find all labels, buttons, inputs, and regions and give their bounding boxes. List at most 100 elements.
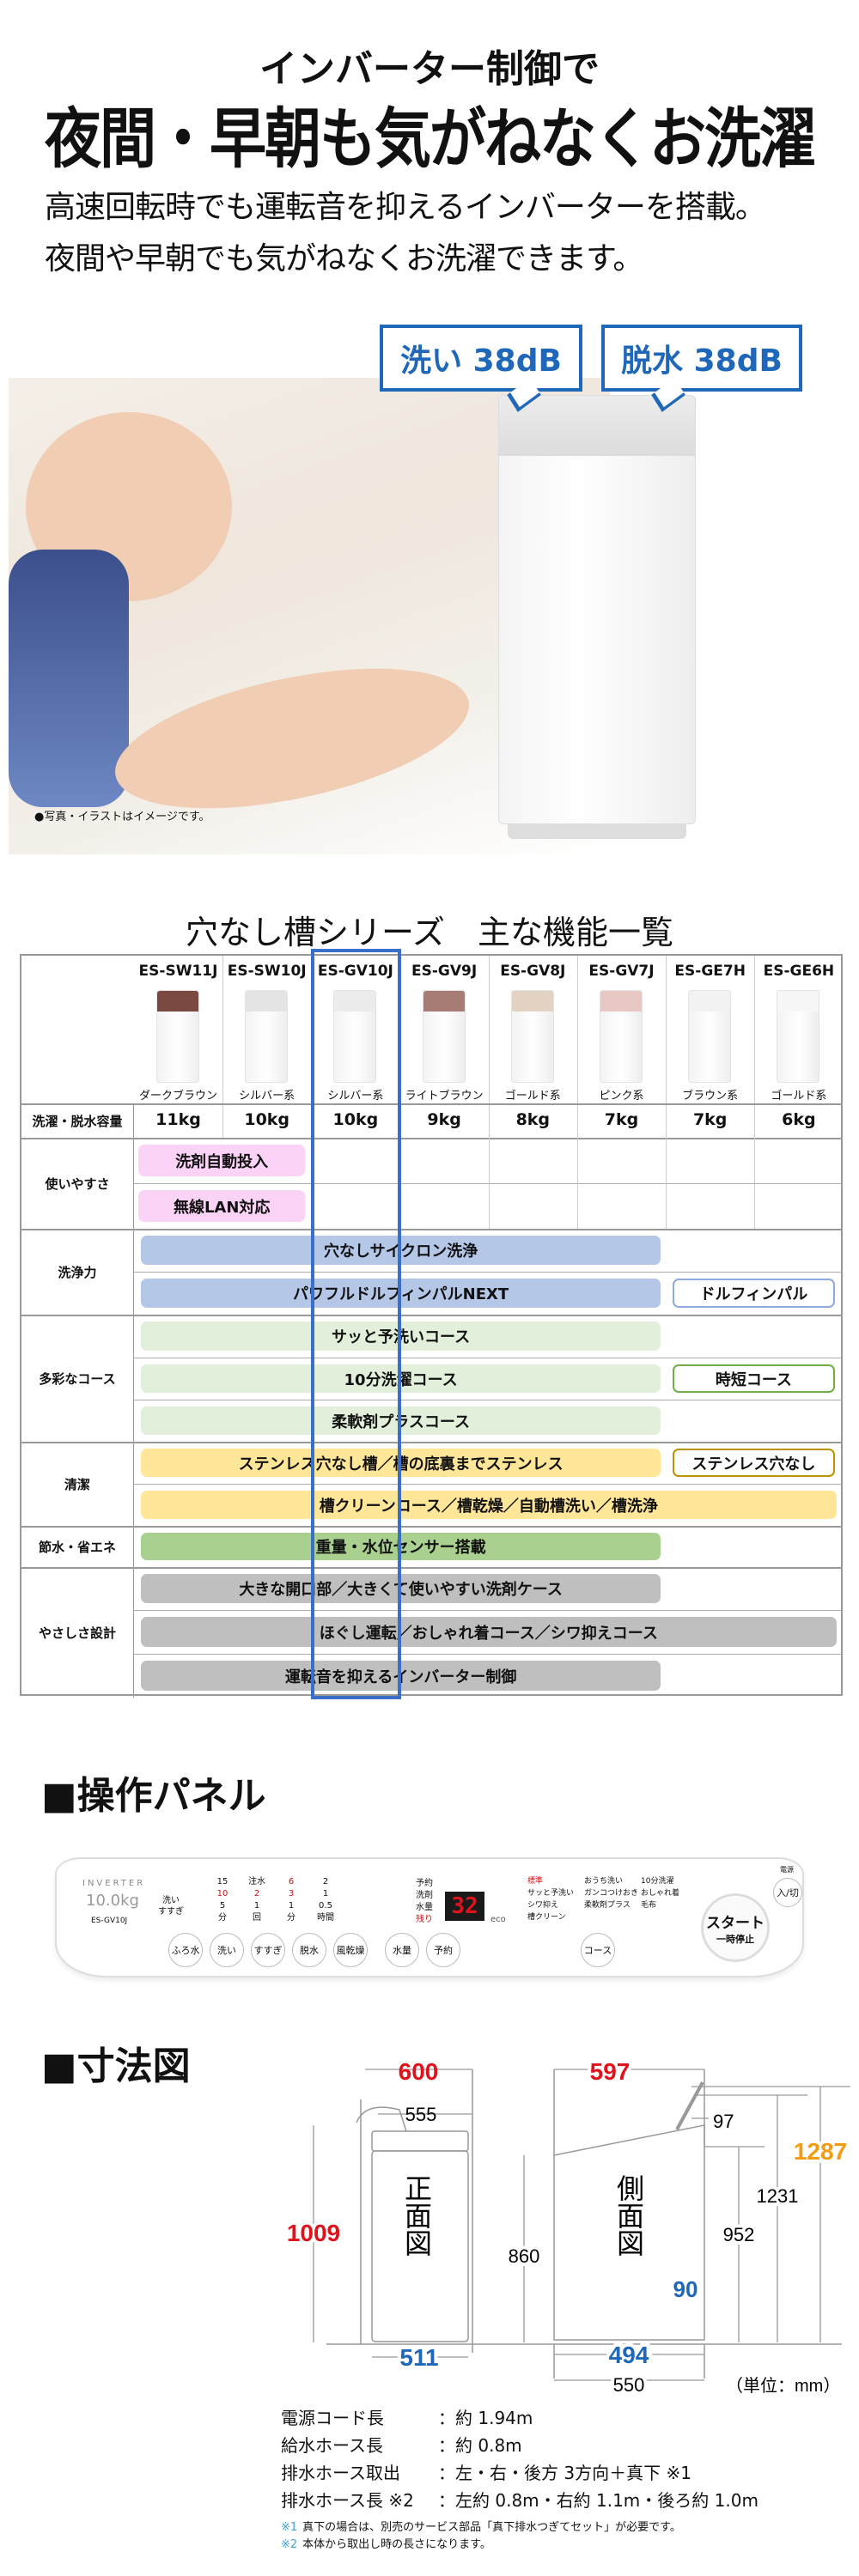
dim-1287: 1287 xyxy=(794,2138,847,2165)
course-indicator: おうち洗い xyxy=(584,1877,624,1886)
dim-1231: 1231 xyxy=(757,2185,799,2207)
course-indicator: おしゃれ着 xyxy=(641,1889,680,1898)
category-label: やさしさ設計 xyxy=(21,1567,134,1698)
panel-button-7[interactable]: コース xyxy=(581,1933,615,1967)
model-image xyxy=(245,990,289,1083)
panel-indicator: 0.5 xyxy=(319,1901,332,1911)
column-divider xyxy=(222,956,224,1138)
side-lid xyxy=(675,2081,704,2130)
model-image xyxy=(688,990,732,1083)
column-divider xyxy=(577,1138,578,1183)
model-lid xyxy=(600,991,642,1012)
panel-wash-rinse: 洗い すすぎ xyxy=(158,1896,184,1917)
footnote: ※1 真下の場合は、別売のサービス部品「真下排水つぎてセット」が必要です。 xyxy=(281,2518,681,2534)
panel-heading: ■操作パネル xyxy=(41,1774,266,1818)
badge-wash-db: 洗い 38dB xyxy=(380,325,582,392)
panel-indicator: 2 xyxy=(322,1877,329,1886)
model-capacity: 7kg xyxy=(692,1110,728,1129)
hero-title: 夜間・早朝も気がねなくお洗濯 xyxy=(45,101,816,178)
sub-row-divider xyxy=(134,1610,841,1611)
panel-status-indicator: 残り xyxy=(416,1915,433,1924)
panel-indicator: 分 xyxy=(287,1913,295,1923)
power-button[interactable]: 入/切 xyxy=(773,1878,802,1907)
footnote-text: 真下の場合は、別売のサービス部品「真下排水つぎてセット」が必要です。 xyxy=(302,2521,681,2534)
model-capacity: 10kg xyxy=(332,1110,379,1129)
model-name: ES-GV9J xyxy=(411,963,478,980)
dim-952: 952 xyxy=(723,2224,755,2245)
panel-button-6[interactable]: 予約 xyxy=(426,1933,460,1967)
spec-label: 給水ホース長 xyxy=(281,2435,383,2456)
category-row xyxy=(21,1567,841,1569)
panel-indicator: 時間 xyxy=(317,1913,334,1923)
footnote-text: 本体から取出し時の長さになります。 xyxy=(302,2538,491,2551)
model-image xyxy=(333,990,377,1083)
start-label: スタート xyxy=(706,1914,765,1932)
model-lid xyxy=(246,991,288,1012)
column-divider xyxy=(666,1183,667,1229)
category-label: 洗浄力 xyxy=(21,1229,134,1315)
model-name: ES-GV10J xyxy=(317,963,393,980)
model-name: ES-GV7J xyxy=(588,963,655,980)
panel-button-1[interactable]: 洗い xyxy=(210,1933,244,1967)
footnote-mark: ※1 xyxy=(281,2521,298,2534)
sub-row-divider xyxy=(134,1484,841,1485)
category-row xyxy=(21,1315,841,1316)
panel-status-indicator: 洗剤 xyxy=(416,1891,433,1900)
model-lid xyxy=(511,991,553,1012)
panel-status-indicator: 予約 xyxy=(416,1879,433,1888)
model-name: ES-SW10J xyxy=(227,963,307,980)
sub-row-divider xyxy=(134,1272,841,1273)
side-body xyxy=(553,2124,705,2341)
category-label: 節水・省エネ xyxy=(21,1526,134,1567)
panel-button-3[interactable]: 脱水 xyxy=(292,1933,326,1967)
baby-arm xyxy=(103,641,481,835)
washing-machine-image xyxy=(498,395,696,839)
panel-button-0[interactable]: ふろ水 xyxy=(168,1933,203,1967)
column-divider xyxy=(754,956,756,1138)
panel-indicator: 注水 xyxy=(248,1877,265,1886)
feature-bar: 槽クリーンコース／槽乾燥／自動槽洗い／槽洗浄 xyxy=(141,1491,837,1519)
column-divider xyxy=(488,1138,490,1183)
model-color: ピンク系 xyxy=(599,1090,644,1103)
panel-indicator: 5 xyxy=(219,1901,226,1911)
model-color: ブラウン系 xyxy=(682,1090,739,1103)
course-indicator: 毛布 xyxy=(641,1901,657,1910)
model-capacity: 8kg xyxy=(515,1110,551,1129)
power-label: 電源 xyxy=(780,1866,794,1874)
model-color: シルバー系 xyxy=(327,1090,384,1103)
model-image xyxy=(510,990,554,1083)
model-color: シルバー系 xyxy=(239,1090,295,1103)
start-pause-button[interactable]: スタート一時停止 xyxy=(701,1893,770,1962)
panel-button-4[interactable]: 風乾燥 xyxy=(333,1933,368,1967)
category-label: 多彩なコース xyxy=(21,1315,134,1442)
model-capacity: 6kg xyxy=(782,1110,816,1129)
dim-550: 550 xyxy=(613,2374,645,2396)
spec-value: ：左・右・後方 3方向＋真下 ※1 xyxy=(438,2463,691,2483)
panel-button-5[interactable]: 水量 xyxy=(385,1933,419,1967)
hero-lead-2: 夜間や早朝でも気がねなくお洗濯できます。 xyxy=(45,241,643,276)
spec-label: 電源コード長 xyxy=(281,2408,384,2428)
dim-555: 555 xyxy=(405,2104,437,2125)
panel-indicator: 回 xyxy=(253,1913,261,1923)
footnote: ※2 本体から取出し時の長さになります。 xyxy=(281,2535,491,2551)
panel-indicator: 1 xyxy=(253,1901,260,1911)
side-view-label: 側面図 xyxy=(612,2174,645,2257)
column-divider xyxy=(754,1138,756,1183)
time-display: 32 xyxy=(445,1892,484,1921)
panel-indicator: 15 xyxy=(216,1877,228,1886)
footnote-mark: ※2 xyxy=(281,2538,298,2551)
model-color: ゴールド系 xyxy=(771,1090,827,1103)
feature-bar: 無線LAN対応 xyxy=(138,1190,306,1222)
panel-model: ES-GV10J xyxy=(91,1917,128,1925)
dim-494: 494 xyxy=(609,2342,649,2368)
dim-unit: （単位：mm） xyxy=(726,2376,840,2396)
panel-button-2[interactable]: すすぎ xyxy=(251,1933,285,1967)
model-lid xyxy=(157,991,198,1012)
dim-97: 97 xyxy=(713,2111,734,2132)
column-divider xyxy=(577,1183,578,1229)
front-cord xyxy=(356,2106,407,2132)
spec-label: 排水ホース取出 xyxy=(281,2463,400,2483)
model-capacity: 7kg xyxy=(604,1110,639,1129)
panel-indicator: 2 xyxy=(253,1889,260,1899)
